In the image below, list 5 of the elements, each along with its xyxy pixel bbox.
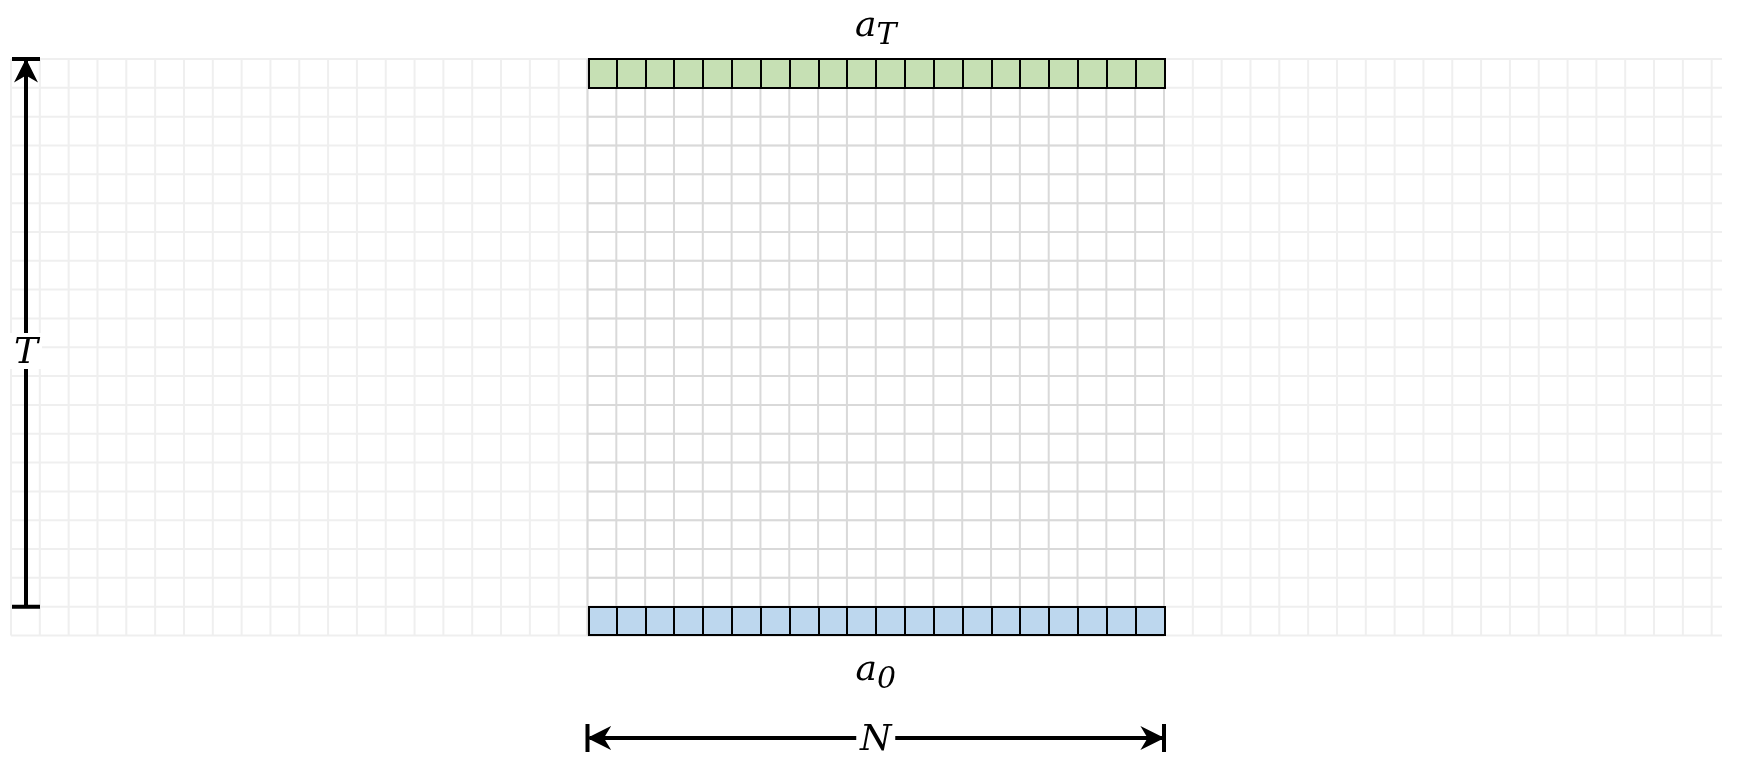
row-label: a$_{0}$ [855,649,897,693]
dimension-label: T [10,333,42,369]
state-cell-row [587,605,1166,637]
row-label: a$_{T}$ [855,6,897,50]
state-cell-row [587,58,1166,89]
